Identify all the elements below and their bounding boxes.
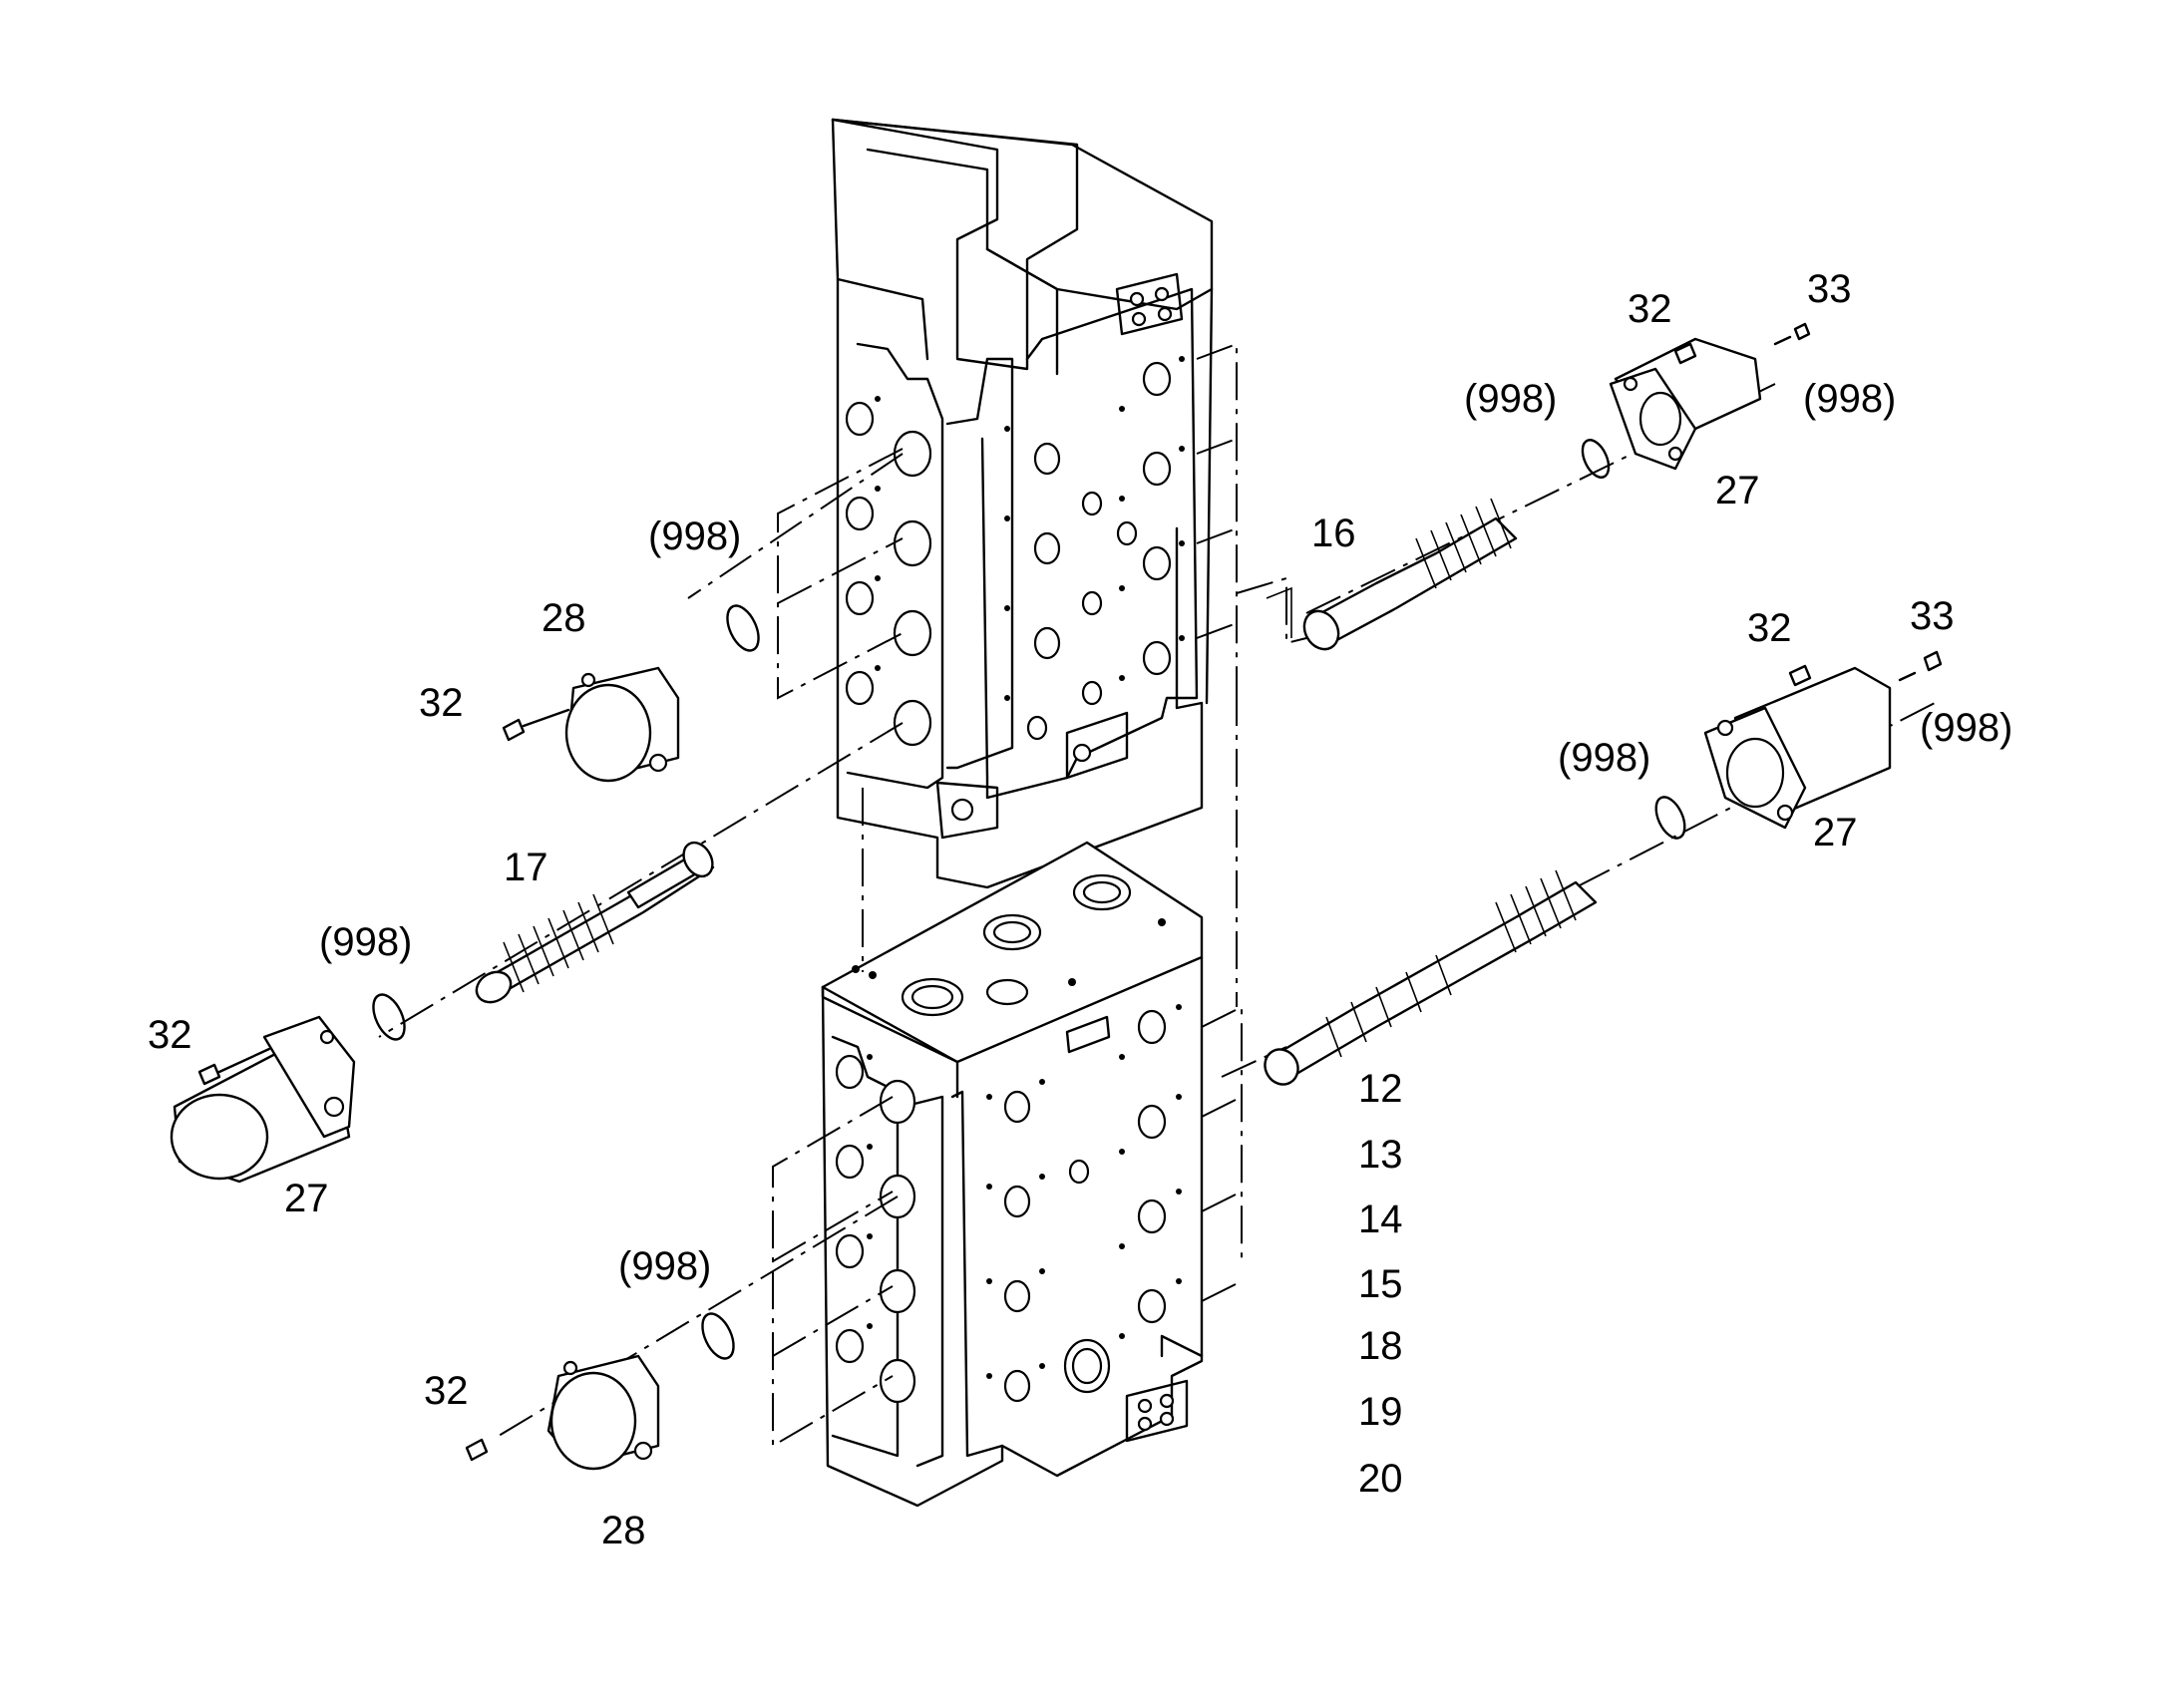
label-15: 15 — [1358, 1262, 1403, 1306]
label-33-upper: 33 — [1807, 267, 1852, 311]
label-32-upper-left: 32 — [419, 681, 464, 725]
solenoid-27-upper-right — [1609, 322, 1811, 471]
label-32-left: 32 — [148, 1013, 192, 1057]
label-998-left: (998) — [319, 920, 413, 964]
label-998-upper-right-b: (998) — [1803, 377, 1897, 421]
lower-valve-block — [821, 841, 1204, 1508]
label-20: 20 — [1358, 1457, 1403, 1501]
label-998-lower-right-a: (998) — [1558, 736, 1651, 780]
label-18: 18 — [1358, 1324, 1403, 1368]
spool-16 — [1302, 498, 1518, 651]
leader-lines — [1266, 586, 1292, 638]
upper-valve-block — [831, 118, 1214, 889]
o-rings — [372, 439, 1686, 1360]
label-998-upper-right-a: (998) — [1464, 377, 1558, 421]
lower-block-dots — [867, 1004, 1182, 1379]
label-17: 17 — [504, 846, 548, 889]
label-32-lower-right: 32 — [1747, 606, 1792, 650]
label-998-lower-left: (998) — [618, 1244, 712, 1288]
label-13: 13 — [1358, 1133, 1403, 1177]
label-27-left: 27 — [284, 1177, 329, 1220]
label-28-lower: 28 — [601, 1509, 646, 1552]
label-27-lower-right: 27 — [1813, 811, 1858, 854]
cap-28-lower — [465, 1354, 660, 1471]
upper-block-dots — [875, 356, 1185, 701]
label-14: 14 — [1358, 1197, 1403, 1241]
solenoid-27-left — [170, 1015, 356, 1184]
label-19: 19 — [1358, 1390, 1403, 1434]
spool-17 — [475, 841, 715, 1004]
solenoid-27-lower-right — [1703, 650, 1943, 830]
label-12: 12 — [1358, 1067, 1403, 1111]
spool-12 — [1264, 869, 1598, 1086]
label-27-upper-right: 27 — [1715, 469, 1760, 512]
label-998-upper-left: (998) — [648, 514, 742, 558]
label-33-lower: 33 — [1910, 594, 1955, 638]
label-32-lower-left: 32 — [424, 1369, 469, 1413]
label-16: 16 — [1311, 512, 1356, 555]
cap-28-upper — [502, 666, 680, 783]
label-998-lower-right-b: (998) — [1920, 706, 2013, 750]
label-32-upper-right: 32 — [1628, 287, 1672, 331]
label-28-upper: 28 — [542, 596, 586, 640]
